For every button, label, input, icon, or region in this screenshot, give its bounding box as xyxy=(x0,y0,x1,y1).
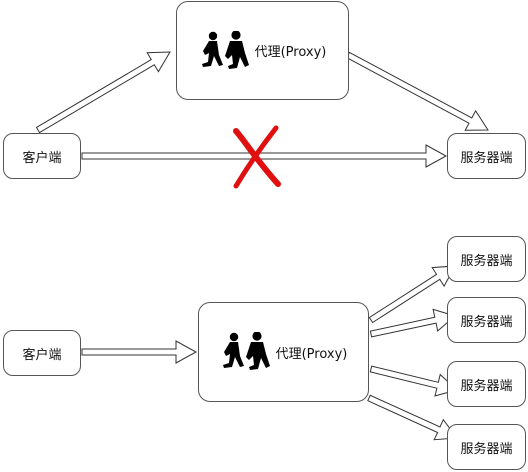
server-label-top: 服务器端 xyxy=(460,150,513,166)
server-label: 服务器端 xyxy=(460,441,513,457)
arrow-proxy-to-server-3 xyxy=(369,365,459,397)
walking-people-icon xyxy=(222,332,270,370)
client-label-top: 客户端 xyxy=(22,150,62,166)
client-box-top: 客户端 xyxy=(3,133,81,179)
arrow-proxy-to-server-2 xyxy=(369,308,457,338)
proxy-label-top: 代理(Proxy) xyxy=(254,45,327,60)
proxy-box-bottom: 代理(Proxy) xyxy=(198,302,369,402)
server-box-bottom-2: 服务器端 xyxy=(447,297,526,343)
client-label-bottom: 客户端 xyxy=(22,347,62,363)
arrow-client-to-proxy-bottom xyxy=(81,340,198,364)
server-label: 服务器端 xyxy=(460,314,513,330)
arrow-proxy-to-server-4 xyxy=(367,394,458,441)
arrow-proxy-to-server-1 xyxy=(368,265,456,324)
proxy-label-bottom: 代理(Proxy) xyxy=(275,346,348,362)
x-mark-icon xyxy=(233,125,281,189)
proxy-box-top: 代理(Proxy) xyxy=(176,1,349,100)
server-box-bottom-4: 服务器端 xyxy=(447,424,526,470)
server-box-top: 服务器端 xyxy=(447,133,526,179)
client-box-bottom: 客户端 xyxy=(3,330,81,376)
arrow-client-to-server-direct xyxy=(81,144,448,168)
arrow-proxy-to-server xyxy=(345,51,489,131)
server-label: 服务器端 xyxy=(460,253,513,269)
server-box-bottom-1: 服务器端 xyxy=(447,236,526,282)
walking-people-icon xyxy=(201,30,249,69)
server-box-bottom-3: 服务器端 xyxy=(447,361,526,407)
arrow-client-to-proxy xyxy=(35,51,171,134)
server-label: 服务器端 xyxy=(460,378,513,394)
